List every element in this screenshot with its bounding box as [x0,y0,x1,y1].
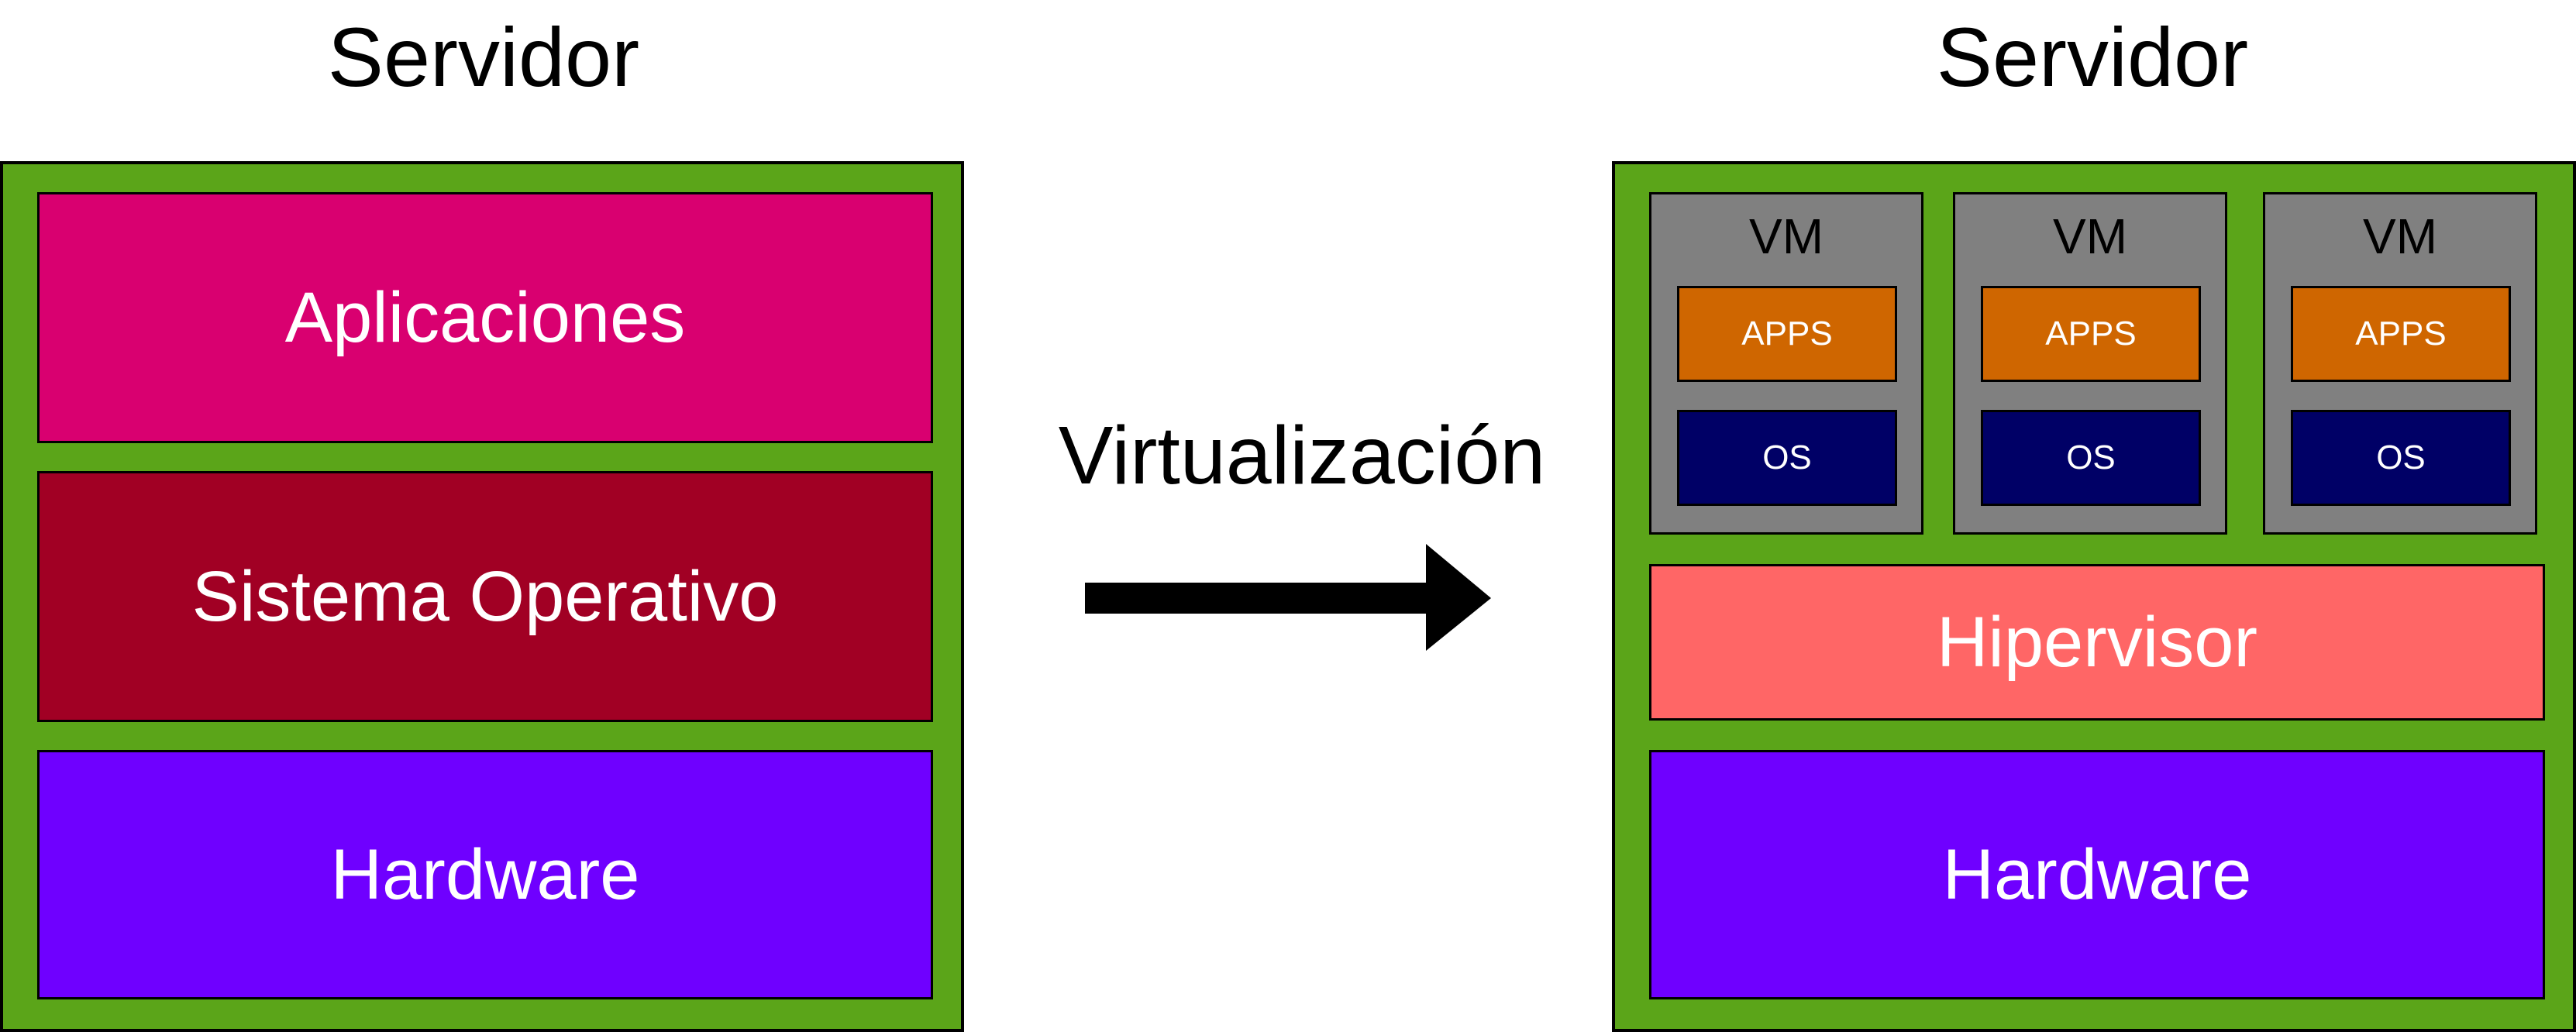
vm-3-os-label: OS [2376,439,2426,476]
os-layer: Sistema Operativo [37,471,933,722]
left-server-title: Servidor [327,10,640,104]
right-server-title: Servidor [1936,10,2249,104]
right-arrow-icon [1085,544,1491,651]
arrow-shaft [1085,583,1431,614]
left-hardware-layer: Hardware [37,750,933,999]
vm-1-apps: APPS [1677,286,1897,382]
vm-2-os: OS [1981,410,2201,506]
vm-3: VM APPS OS [2263,192,2537,535]
arrow-head [1426,544,1491,651]
virtualization-label: Virtualización [1058,410,1546,501]
left-hardware-label: Hardware [330,835,640,914]
right-hardware-label: Hardware [1942,835,2252,914]
right-hardware-layer: Hardware [1649,750,2545,999]
vm-3-apps: APPS [2291,286,2511,382]
os-layer-label: Sistema Operativo [191,557,779,636]
vm-2-apps-label: APPS [2045,315,2137,353]
vm-1-label: VM [1749,208,1824,264]
vm-2: VM APPS OS [1953,192,2227,535]
hypervisor-label: Hipervisor [1936,603,2258,682]
vm-1-apps-label: APPS [1741,315,1833,353]
apps-layer: Aplicaciones [37,192,933,443]
vm-2-os-label: OS [2066,439,2116,476]
apps-layer-label: Aplicaciones [284,278,686,357]
vm-2-apps: APPS [1981,286,2201,382]
vm-3-apps-label: APPS [2355,315,2447,353]
vm-3-os: OS [2291,410,2511,506]
vm-1-os: OS [1677,410,1897,506]
hypervisor-layer: Hipervisor [1649,564,2545,721]
vm-1-os-label: OS [1762,439,1812,476]
vm-3-label: VM [2363,208,2437,264]
vm-1: VM APPS OS [1649,192,1923,535]
vm-2-label: VM [2053,208,2127,264]
